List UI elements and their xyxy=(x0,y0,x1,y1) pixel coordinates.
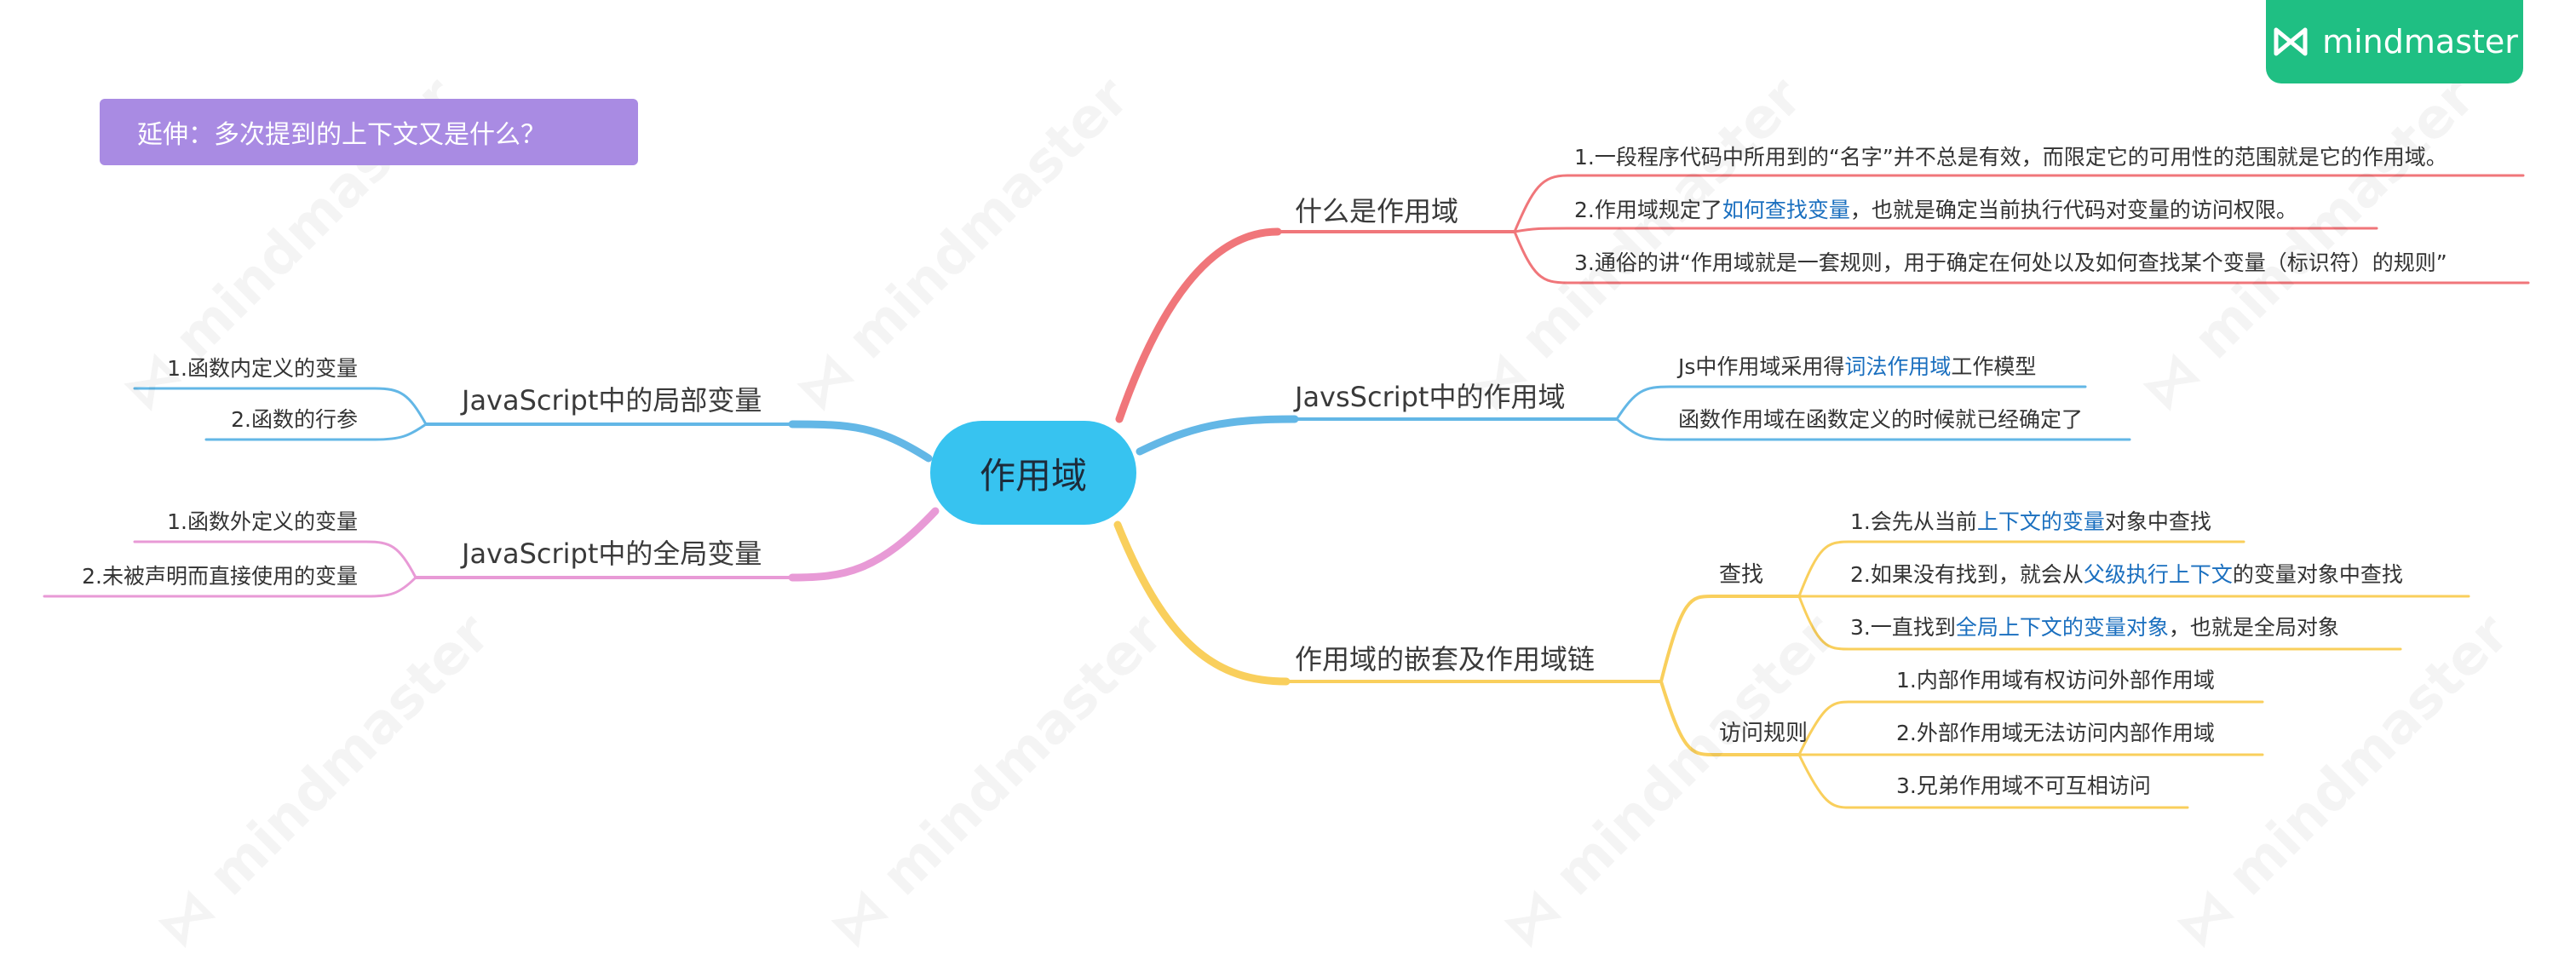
leaf-text: 1.内部作用域有权访问外部作用域 xyxy=(1896,668,2215,693)
connector-js-scope-1 xyxy=(1615,385,2087,421)
highlight-text: 如何查找变量 xyxy=(1722,198,1850,222)
highlight-text: 父级执行上下文 xyxy=(2083,562,2233,587)
leaf-local-1[interactable]: 1.函数内定义的变量 xyxy=(167,358,358,379)
leaf-text: Js中作用域采用得 xyxy=(1678,354,1845,379)
leaf-what-is-scope-1[interactable]: 1.一段程序代码中所用到的“名字”并不总是有效，而限定它的可用性的范围就是它的作… xyxy=(1574,147,2447,168)
topic-local-variables[interactable]: JavaScript中的局部变量 xyxy=(462,384,762,417)
connector-local-2 xyxy=(204,423,428,441)
connector-root-local xyxy=(788,420,933,463)
highlight-text: 全局上下文的变量对象 xyxy=(1955,615,2169,640)
connector-access-3 xyxy=(1797,753,2189,809)
leaf-text: ，也就是确定当前执行代码对变量的访问权限。 xyxy=(1849,198,2297,222)
brand-badge: mindmaster xyxy=(2266,0,2523,83)
topic-js-scope[interactable]: JavsScript中的作用域 xyxy=(1295,381,1566,413)
leaf-js-scope-1[interactable]: Js中作用域采用得词法作用域工作模型 xyxy=(1678,356,2036,377)
connector-root-js-scope xyxy=(1136,415,1299,456)
leaf-js-scope-2[interactable]: 函数作用域在函数定义的时候就已经确定了 xyxy=(1678,409,2083,430)
leaf-text: 3.通俗的讲“作用域就是一套规则，用于确定在何处以及如何查找某个变量（标识符）的… xyxy=(1574,250,2447,275)
leaf-text: 2.如果没有找到，就会从 xyxy=(1850,562,2084,587)
connector-global-1 xyxy=(133,540,417,579)
leaf-text: 1.一段程序代码中所用到的“名字”并不总是有效，而限定它的可用性的范围就是它的作… xyxy=(1574,145,2447,170)
connector-global-2 xyxy=(43,576,417,598)
connector-what-is-scope-3 xyxy=(1513,230,2530,285)
leaf-text: 1.函数内定义的变量 xyxy=(167,356,358,381)
callout-text: 延伸：多次提到的上下文又是什么？ xyxy=(137,120,546,150)
connector-nesting-access xyxy=(1659,680,1801,756)
leaf-access-2[interactable]: 2.外部作用域无法访问内部作用域 xyxy=(1896,722,2215,744)
root-topic[interactable]: 作用域 xyxy=(930,421,1136,525)
leaf-text: 1.函数外定义的变量 xyxy=(167,509,358,534)
leaf-text: 3.兄弟作用域不可互相访问 xyxy=(1896,773,2151,798)
leaf-what-is-scope-3[interactable]: 3.通俗的讲“作用域就是一套规则，用于确定在何处以及如何查找某个变量（标识符）的… xyxy=(1574,252,2447,273)
subtopic-lookup[interactable]: 查找 xyxy=(1719,562,1764,588)
connector-js-scope-2 xyxy=(1615,417,2131,441)
connector-lookup-3 xyxy=(1797,595,2402,651)
topic-what-is-scope[interactable]: 什么是作用域 xyxy=(1295,195,1459,227)
connector-root-global xyxy=(788,507,940,582)
connector-what-is-scope-2 xyxy=(1513,227,2378,233)
connector-access-1 xyxy=(1797,700,2264,756)
leaf-text: 3.一直找到 xyxy=(1850,615,1956,640)
subtopic-access-rules[interactable]: 访问规则 xyxy=(1719,721,1808,746)
leaf-text: 2.作用域规定了 xyxy=(1574,198,1722,222)
leaf-global-2[interactable]: 2.未被声明而直接使用的变量 xyxy=(82,566,358,587)
callout-note[interactable]: 延伸：多次提到的上下文又是什么？ xyxy=(100,99,638,165)
connector-root-nesting xyxy=(1113,520,1291,686)
leaf-text: 工作模型 xyxy=(1951,354,2037,379)
leaf-text: ，也就是全局对象 xyxy=(2168,615,2339,640)
leaf-text: 2.外部作用域无法访问内部作用域 xyxy=(1896,721,2215,745)
leaf-global-1[interactable]: 1.函数外定义的变量 xyxy=(167,511,358,532)
brand-name: mindmaster xyxy=(2322,23,2518,60)
topic-global-variables[interactable]: JavaScript中的全局变量 xyxy=(462,537,762,570)
leaf-access-1[interactable]: 1.内部作用域有权访问外部作用域 xyxy=(1896,670,2215,691)
leaf-text: 1.会先从当前 xyxy=(1850,509,1977,534)
connector-local-1 xyxy=(133,387,428,426)
mindmap-connectors xyxy=(43,174,2530,809)
leaf-text: 函数作用域在函数定义的时候就已经确定了 xyxy=(1678,407,2084,432)
leaf-what-is-scope-2[interactable]: 2.作用域规定了如何查找变量，也就是确定当前执行代码对变量的访问权限。 xyxy=(1574,199,2297,221)
connector-lookup-1 xyxy=(1797,540,2245,598)
leaf-text: 对象中查找 xyxy=(2104,509,2211,534)
connector-what-is-scope-1 xyxy=(1513,174,2525,233)
leaf-lookup-1[interactable]: 1.会先从当前上下文的变量对象中查找 xyxy=(1850,511,2211,532)
root-topic-label: 作用域 xyxy=(979,454,1087,497)
connector-nesting-lookup xyxy=(1659,595,1801,683)
connector-root-what-is-scope xyxy=(1115,227,1282,423)
leaf-local-2[interactable]: 2.函数的行参 xyxy=(231,409,358,430)
leaf-lookup-3[interactable]: 3.一直找到全局上下文的变量对象，也就是全局对象 xyxy=(1850,617,2339,638)
leaf-access-3[interactable]: 3.兄弟作用域不可互相访问 xyxy=(1896,775,2151,796)
leaf-text: 2.函数的行参 xyxy=(231,407,358,432)
leaf-text: 的变量对象中查找 xyxy=(2232,562,2403,587)
topic-nesting[interactable]: 作用域的嵌套及作用域链 xyxy=(1295,643,1596,675)
leaf-lookup-2[interactable]: 2.如果没有找到，就会从父级执行上下文的变量对象中查找 xyxy=(1850,564,2403,585)
highlight-text: 上下文的变量 xyxy=(1976,509,2105,534)
highlight-text: 词法作用域 xyxy=(1844,354,1952,379)
leaf-text: 2.未被声明而直接使用的变量 xyxy=(82,564,358,589)
mindmaster-logo-icon xyxy=(2274,27,2308,56)
